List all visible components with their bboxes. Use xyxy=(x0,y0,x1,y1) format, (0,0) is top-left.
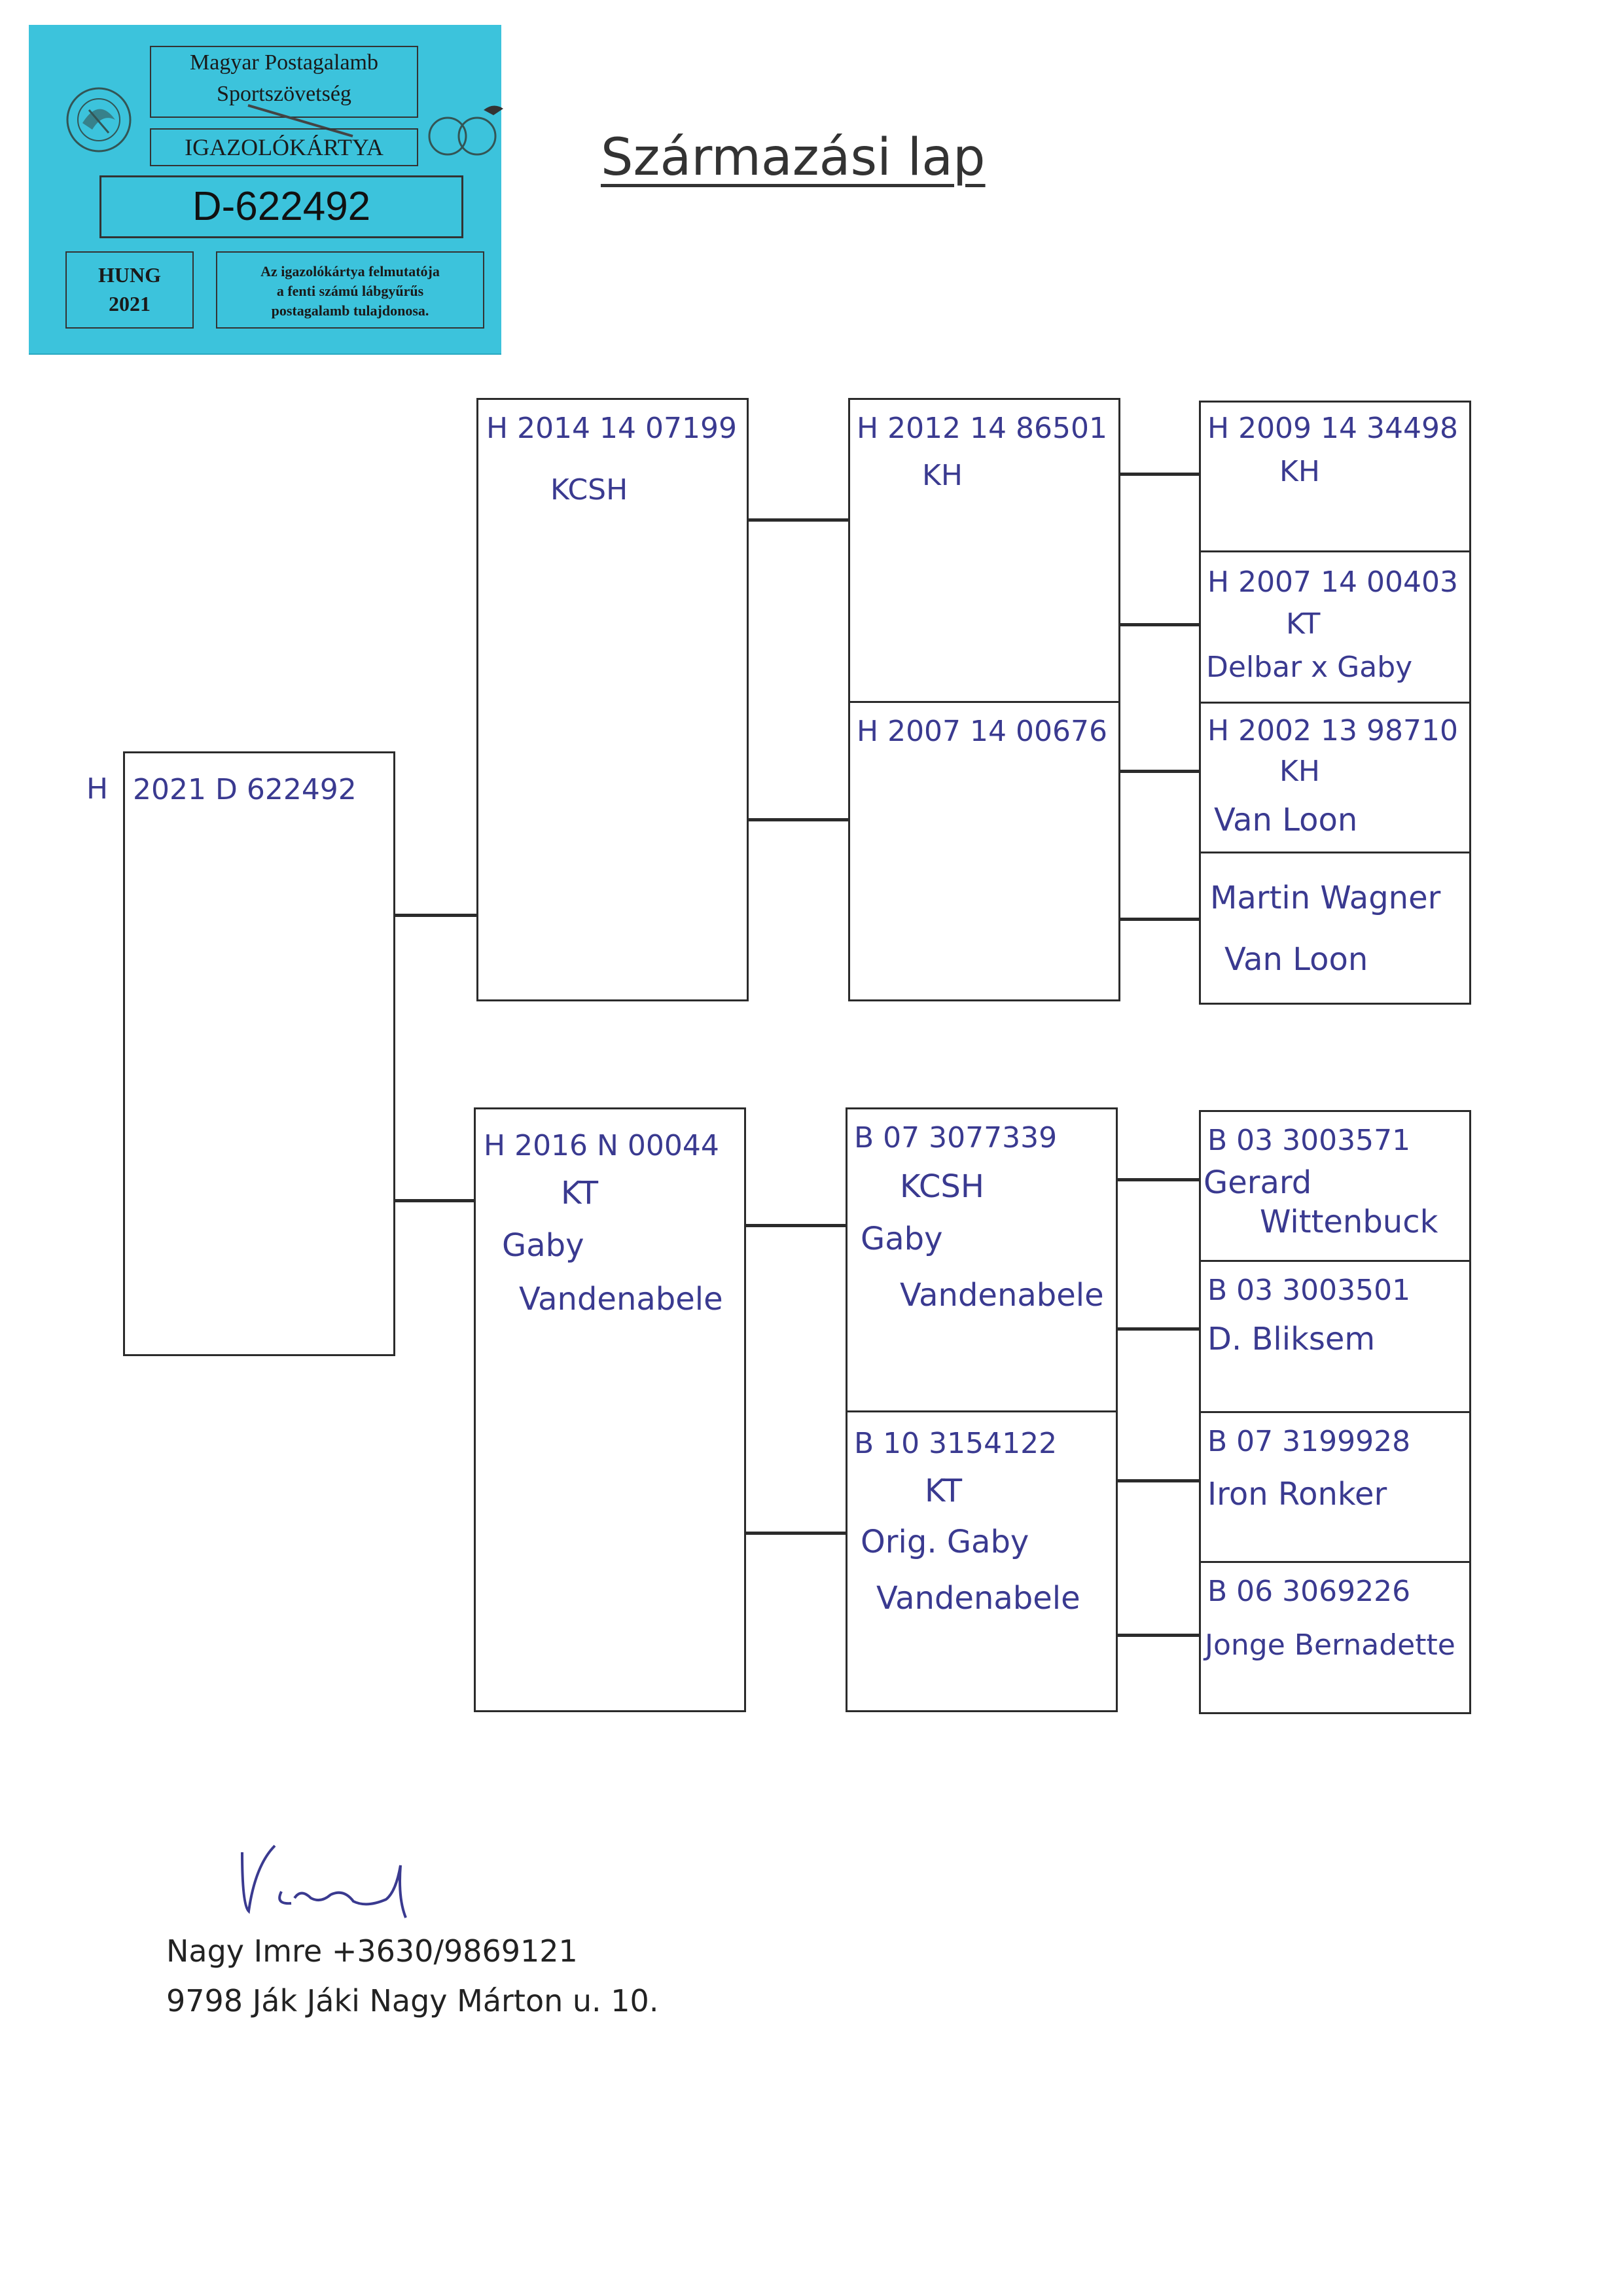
sss-sex: KH xyxy=(1279,455,1320,488)
sds-name: Van Loon xyxy=(1214,802,1358,838)
sd-ring: H 2007 14 00676 xyxy=(857,715,1107,748)
connector-line xyxy=(1118,1479,1199,1482)
federation-emblem-icon xyxy=(66,87,132,152)
connector-line xyxy=(746,1532,846,1535)
dd-box: B 10 3154122 KT Orig. Gaby Vandenabele xyxy=(846,1410,1118,1712)
ss-ring: H 2012 14 86501 xyxy=(857,412,1107,445)
connector-line xyxy=(395,1199,476,1202)
connector-line xyxy=(1120,623,1199,626)
ssd-sex: KT xyxy=(1286,607,1321,641)
card-id-number: D-622492 xyxy=(99,175,463,238)
connector-line xyxy=(1120,770,1199,773)
ddd-box: B 06 3069226 Jonge Bernadette xyxy=(1199,1561,1471,1714)
ds-name2: Vandenabele xyxy=(900,1277,1104,1314)
ssd-box: H 2007 14 00403 KT Delbar x Gaby xyxy=(1199,550,1471,704)
subject-prefix: H xyxy=(86,772,109,806)
connector-line xyxy=(746,1224,846,1227)
sss-box: H 2009 14 34498 KH xyxy=(1199,401,1471,552)
ds-box: B 07 3077339 KCSH Gaby Vandenabele xyxy=(846,1107,1118,1412)
id-card: Magyar Postagalamb Sportszövetség IGAZOL… xyxy=(29,25,503,353)
sss-ring: H 2009 14 34498 xyxy=(1207,412,1458,445)
dds-name: Iron Ronker xyxy=(1207,1476,1387,1513)
dsd-box: B 03 3003501 D. Bliksem xyxy=(1199,1260,1471,1413)
ds-note: KCSH xyxy=(900,1168,984,1205)
dam-ring: H 2016 N 00044 xyxy=(484,1129,719,1162)
connector-line xyxy=(1118,1178,1199,1181)
signature xyxy=(241,1844,407,1918)
dam-name2: Vandenabele xyxy=(519,1281,723,1318)
fci-logo-icon xyxy=(428,105,503,156)
owner-name-phone: Nagy Imre +3630/9869121 xyxy=(166,1933,578,1969)
dds-box: B 07 3199928 Iron Ronker xyxy=(1199,1411,1471,1563)
sdd-name1: Martin Wagner xyxy=(1210,880,1441,916)
dam-sex: KT xyxy=(561,1175,599,1211)
connector-line xyxy=(1118,1634,1199,1637)
page-title: Származási lap xyxy=(601,128,986,187)
connector-line xyxy=(1120,918,1199,921)
sire-box: H 2014 14 07199 KCSH xyxy=(476,398,749,1001)
ss-sex: KH xyxy=(922,459,963,492)
ssd-ring: H 2007 14 00403 xyxy=(1207,565,1458,599)
dss-box: B 03 3003571 Gerard Wittenbuck xyxy=(1199,1110,1471,1262)
dds-ring: B 07 3199928 xyxy=(1207,1425,1411,1458)
dd-sex: KT xyxy=(925,1473,963,1509)
ss-box: H 2012 14 86501 KH xyxy=(848,398,1120,703)
sds-ring: H 2002 13 98710 xyxy=(1207,714,1458,747)
country-year-box: HUNG 2021 xyxy=(65,251,194,329)
ds-name1: Gaby xyxy=(861,1221,943,1257)
dsd-ring: B 03 3003501 xyxy=(1207,1274,1411,1307)
ddd-name: Jonge Bernadette xyxy=(1205,1628,1455,1662)
pen-stroke-icon xyxy=(247,104,353,137)
dd-name1: Orig. Gaby xyxy=(861,1524,1029,1560)
card-note: Az igazolókártya felmutatója a fenti szá… xyxy=(216,251,484,329)
dd-ring: B 10 3154122 xyxy=(854,1427,1058,1460)
connector-line xyxy=(395,914,476,917)
connector-line xyxy=(749,818,848,821)
dam-box: H 2016 N 00044 KT Gaby Vandenabele xyxy=(474,1107,746,1712)
sd-box: H 2007 14 00676 xyxy=(848,701,1120,1001)
dam-name1: Gaby xyxy=(502,1227,584,1264)
owner-address: 9798 Ják Jáki Nagy Márton u. 10. xyxy=(166,1983,659,2018)
ds-ring: B 07 3077339 xyxy=(854,1121,1058,1155)
subject-box: 2021 D 622492 xyxy=(123,751,395,1356)
connector-line xyxy=(1120,473,1199,476)
sds-sex: KH xyxy=(1279,755,1320,788)
sdd-box: Martin Wagner Van Loon xyxy=(1199,852,1471,1005)
sire-note: KCSH xyxy=(550,473,628,507)
connector-line xyxy=(749,518,848,522)
card-title: IGAZOLÓKÁRTYA xyxy=(150,128,418,166)
subject-ring: 2021 D 622492 xyxy=(133,773,357,806)
federation-name: Magyar Postagalamb Sportszövetség xyxy=(150,46,418,118)
sire-ring: H 2014 14 07199 xyxy=(486,412,737,445)
dss-name1: Gerard xyxy=(1204,1164,1312,1201)
ddd-ring: B 06 3069226 xyxy=(1207,1575,1411,1608)
dss-name2: Wittenbuck xyxy=(1260,1204,1438,1240)
dsd-name: D. Bliksem xyxy=(1207,1321,1376,1357)
ssd-name: Delbar x Gaby xyxy=(1206,651,1413,684)
sds-box: H 2002 13 98710 KH Van Loon xyxy=(1199,702,1471,853)
dss-ring: B 03 3003571 xyxy=(1207,1124,1411,1157)
sdd-name2: Van Loon xyxy=(1224,941,1368,978)
connector-line xyxy=(1118,1327,1199,1331)
dd-name2: Vandenabele xyxy=(876,1580,1080,1617)
